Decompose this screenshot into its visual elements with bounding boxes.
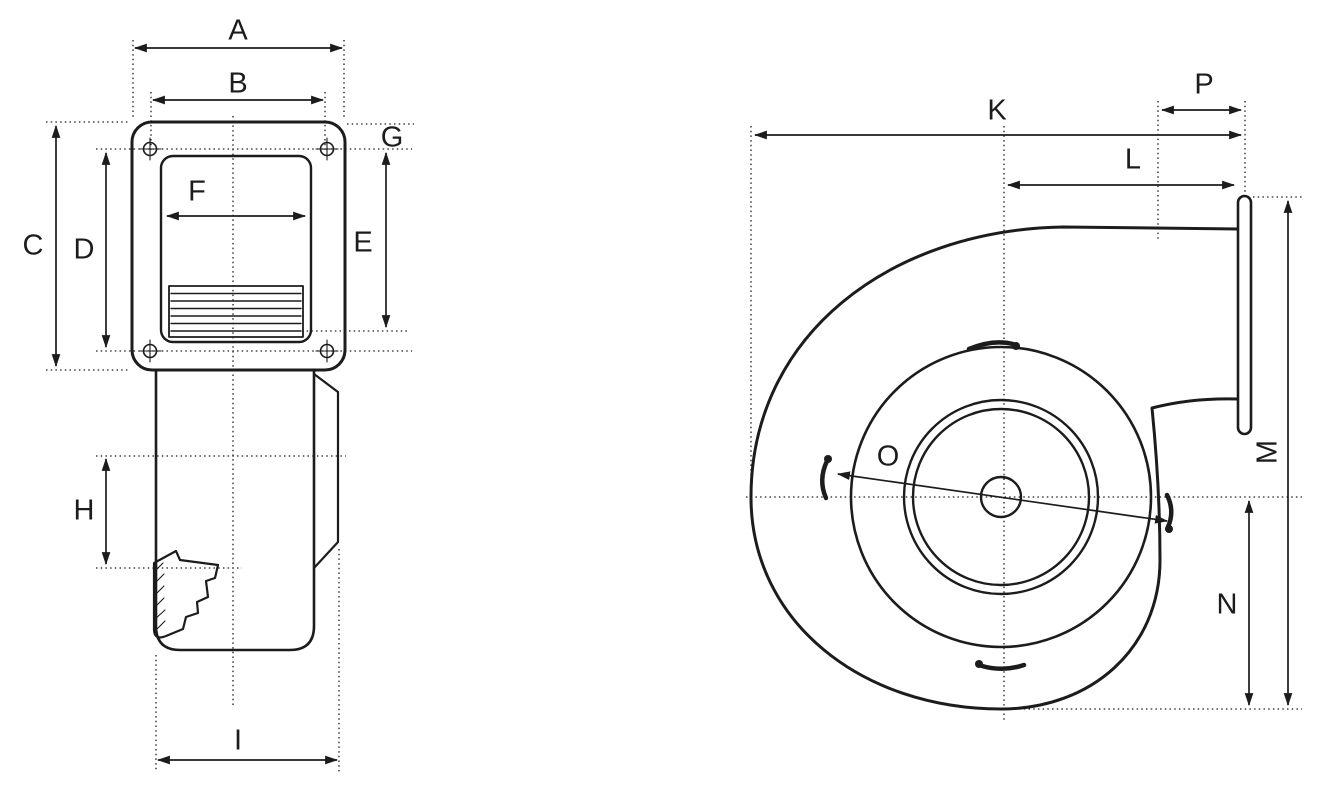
dim-label-l: L xyxy=(1124,143,1142,176)
dim-label-m: M xyxy=(1251,439,1284,465)
motor-bracket-hatching xyxy=(153,562,166,632)
dim-label-o: O xyxy=(876,440,900,473)
clip-top-dot xyxy=(1012,342,1020,350)
grille-slats xyxy=(170,292,302,332)
front-view xyxy=(130,120,347,652)
outlet-flange-bar xyxy=(1236,194,1253,436)
mounting-holes xyxy=(138,137,339,363)
housing-clips xyxy=(820,340,1174,671)
clip-right xyxy=(1164,492,1174,530)
clip-bottom xyxy=(979,662,1027,671)
motor-bracket-outline xyxy=(152,549,220,639)
dim-label-k: K xyxy=(987,94,1007,127)
construction-lines-front-view xyxy=(46,40,414,772)
fan-body-outline xyxy=(154,368,316,652)
dim-label-f: F xyxy=(188,175,206,208)
dim-label-n: N xyxy=(1216,588,1238,621)
dim-label-a: A xyxy=(228,14,248,47)
dim-label-p: P xyxy=(1194,68,1214,101)
side-view xyxy=(749,194,1253,711)
grille-frame xyxy=(168,285,304,338)
inlet-opening-outline xyxy=(159,154,313,344)
dim-label-g: G xyxy=(380,121,404,154)
hole-center-crosses xyxy=(138,137,339,363)
dim-label-c: C xyxy=(22,229,44,262)
dim-label-e: E xyxy=(353,226,373,259)
clip-right-dot xyxy=(1165,525,1173,533)
side-panel-edge xyxy=(312,372,340,570)
dim-label-h: H xyxy=(73,494,95,527)
clip-top xyxy=(966,340,1016,352)
scroll-housing-outline xyxy=(749,225,1240,711)
dim-label-b: B xyxy=(228,67,248,100)
dim-o-line xyxy=(836,471,1169,524)
mounting-flange-outline xyxy=(130,120,347,372)
dim-label-d: D xyxy=(73,233,95,266)
clip-left-dot xyxy=(824,455,832,463)
clip-left xyxy=(820,458,830,501)
dim-label-i: I xyxy=(233,724,243,757)
dimension-lines xyxy=(51,43,1293,765)
clip-bottom-dot xyxy=(975,660,983,668)
